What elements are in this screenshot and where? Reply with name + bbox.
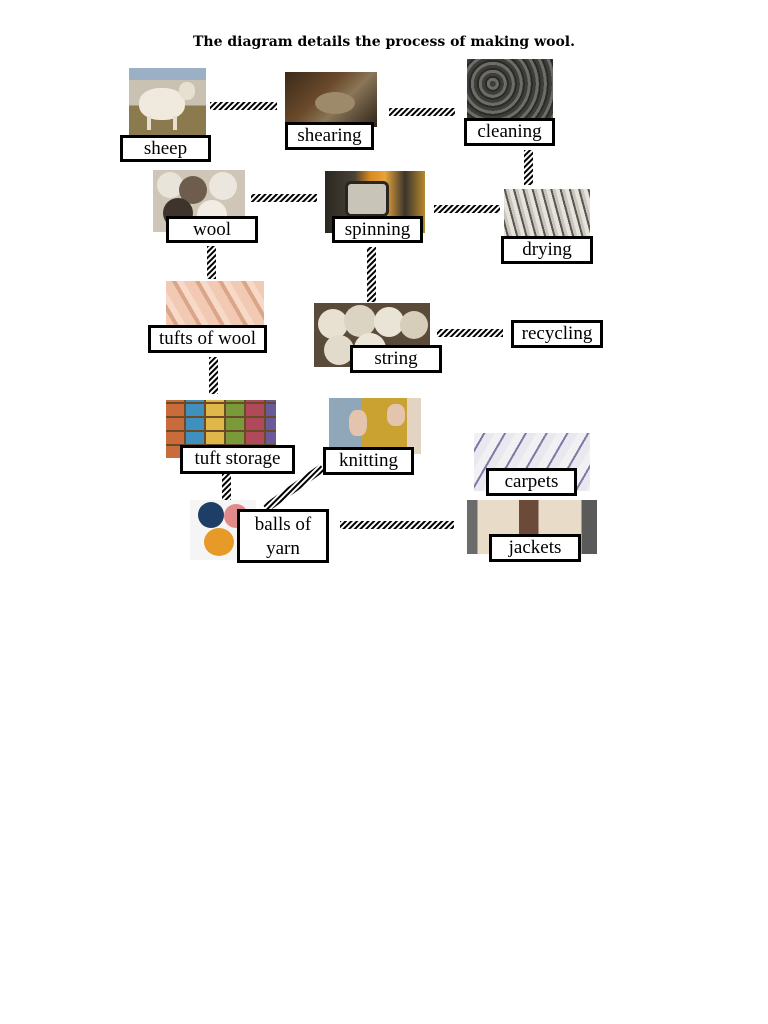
diagram-title: The diagram details the process of makin… — [192, 34, 575, 50]
link-drying-spinning — [434, 205, 500, 213]
node-jackets: jackets — [489, 534, 581, 562]
node-spinning: spinning — [332, 216, 423, 243]
link-yarn-jackets — [340, 521, 454, 529]
shearing-photo — [285, 72, 377, 127]
link-shearing-cleaning — [389, 108, 455, 116]
link-tufts-storage — [209, 357, 218, 394]
link-sheep-shearing — [210, 102, 277, 110]
node-tuft-storage: tuft storage — [180, 445, 295, 474]
link-string-recycling — [437, 329, 503, 337]
node-drying: drying — [501, 236, 593, 264]
node-wool: wool — [166, 216, 258, 243]
node-balls-of-yarn: balls of yarn — [237, 509, 329, 563]
cleaning-photo — [467, 59, 553, 121]
node-knitting: knitting — [323, 447, 414, 475]
link-spinning-wool — [251, 194, 317, 202]
node-tufts-of-wool: tufts of wool — [148, 325, 267, 353]
node-cleaning: cleaning — [464, 118, 555, 146]
link-spinning-string — [367, 247, 376, 302]
tufts-photo — [166, 281, 264, 331]
node-string: string — [350, 345, 442, 373]
sheep-photo — [129, 68, 206, 136]
node-balls-of-yarn-line2: yarn — [266, 538, 300, 559]
node-balls-of-yarn-line1: balls of — [254, 514, 312, 535]
node-shearing: shearing — [285, 122, 374, 150]
link-wool-tufts — [207, 246, 216, 279]
knitting-photo — [329, 398, 421, 454]
node-recycling: recycling — [511, 320, 603, 348]
node-carpets: carpets — [486, 468, 577, 496]
link-yarn-knitting — [263, 464, 325, 512]
link-cleaning-drying — [524, 150, 533, 185]
link-storage-yarn — [222, 474, 231, 501]
drying-photo — [504, 189, 590, 241]
node-sheep: sheep — [120, 135, 211, 162]
